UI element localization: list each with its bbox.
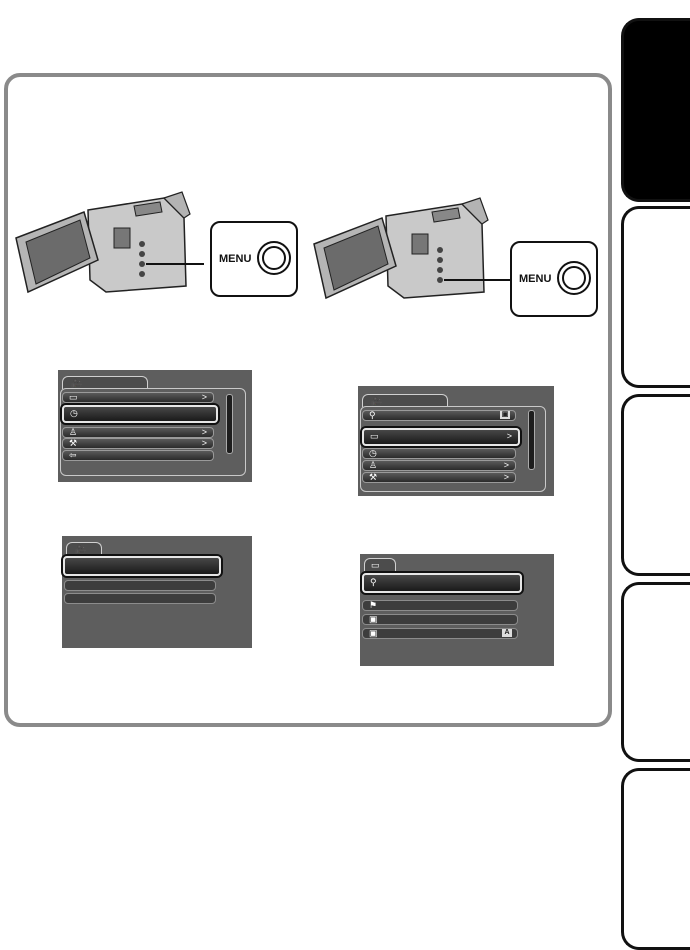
scrollbar[interactable]: [226, 394, 233, 454]
menu-tab: 🎥: [362, 394, 448, 407]
menu-item-display-selected[interactable]: ▭ >: [362, 428, 520, 446]
person-icon: ♙: [69, 427, 78, 437]
menu-item-display[interactable]: ▭ >: [62, 392, 214, 403]
scene-icon: ⚲: [370, 577, 377, 587]
side-tab-3[interactable]: [621, 394, 690, 576]
menu-item-wrench[interactable]: ⚒ >: [362, 472, 516, 483]
media-icon: ▣: [369, 628, 378, 638]
flag-icon: ⚑: [369, 600, 378, 610]
menu-label: MENU: [219, 253, 252, 265]
menu-item-wrench[interactable]: ⚒ >: [62, 438, 214, 449]
movie-icon: 🎥: [75, 544, 87, 554]
menu-frame: [360, 406, 546, 492]
media-icon: ▣: [369, 614, 378, 624]
submenu-item[interactable]: [64, 580, 216, 591]
menu-button-callout-right: MENU: [510, 241, 598, 317]
person-icon: ♙: [369, 460, 378, 470]
camcorder-illustration-right: [312, 196, 512, 306]
chevron-right-icon: >: [506, 431, 512, 441]
menu-tab: 🎥: [62, 376, 148, 389]
submenu-item-selected[interactable]: ⚲: [362, 573, 522, 593]
menu-item-back[interactable]: ⇦: [62, 450, 214, 461]
menu-screen-2: 🎥 ⚲ ▣ ▭ > ◷ ♙ > ⚒ >: [358, 386, 554, 496]
camcorder-illustration-left: [14, 190, 204, 300]
clock-icon: ◷: [369, 448, 377, 458]
chevron-right-icon: >: [201, 427, 207, 437]
movie-icon: 🎥: [371, 396, 383, 406]
menu-item-clock-selected[interactable]: ◷: [62, 405, 218, 423]
side-tab-5[interactable]: [621, 768, 690, 950]
display-icon: ▭: [370, 431, 379, 441]
submenu-item-flag[interactable]: ⚑: [362, 600, 518, 611]
media-icon: ▣: [500, 411, 510, 419]
menu-tab: ▭: [364, 558, 396, 571]
menu-tab: 🎥: [66, 542, 102, 555]
wrench-icon: ⚒: [369, 472, 378, 482]
menu-screen-4: ▭ ⚲ ⚑ ▣ ▣ A: [360, 554, 554, 666]
chevron-right-icon: >: [503, 460, 509, 470]
menu-screen-3: 🎥: [62, 536, 252, 648]
menu-label: MENU: [519, 273, 552, 285]
menu-button[interactable]: [557, 261, 591, 295]
menu-item-person[interactable]: ♙ >: [62, 427, 214, 438]
menu-item-clock[interactable]: ◷: [362, 448, 516, 459]
menu-item-person[interactable]: ♙ >: [362, 460, 516, 471]
scene-icon: ⚲: [369, 410, 376, 420]
submenu-item-selected[interactable]: [63, 556, 221, 576]
chevron-right-icon: >: [201, 438, 207, 448]
menu-button[interactable]: [257, 241, 291, 275]
chevron-right-icon: >: [503, 472, 509, 482]
movie-icon: 🎥: [71, 378, 83, 388]
back-icon: ⇦: [69, 450, 77, 460]
menu-item-scene[interactable]: ⚲ ▣: [362, 410, 516, 421]
submenu-item-media[interactable]: ▣: [362, 614, 518, 625]
menu-frame: [60, 388, 246, 476]
display-icon: ▭: [371, 560, 380, 570]
submenu-item[interactable]: [64, 593, 216, 604]
side-tab-2[interactable]: [621, 206, 690, 388]
wrench-icon: ⚒: [69, 438, 78, 448]
side-tab-4[interactable]: [621, 582, 690, 762]
submenu-item-auto[interactable]: ▣ A: [362, 628, 518, 639]
menu-button-callout-left: MENU: [210, 221, 298, 297]
clock-icon: ◷: [70, 408, 78, 418]
chevron-right-icon: >: [201, 392, 207, 402]
scrollbar[interactable]: [528, 410, 535, 470]
side-tab-1[interactable]: [621, 18, 690, 202]
auto-badge-icon: A: [502, 629, 512, 637]
display-icon: ▭: [69, 392, 78, 402]
menu-screen-1: 🎥 ▭ > ◷ ♙ > ⚒ > ⇦: [58, 370, 252, 482]
